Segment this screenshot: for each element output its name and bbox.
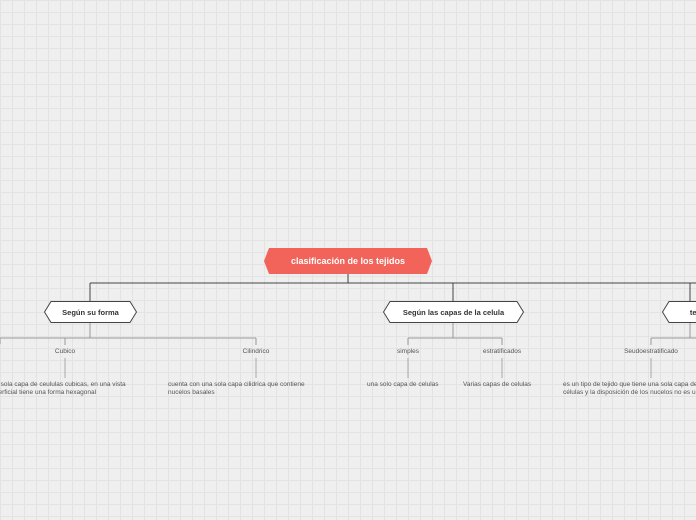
description-cubico[interactable]: una sola capa de ceululas cubicas, en un… [0,381,126,397]
root-topic-node[interactable]: clasificación de los tejidos [264,248,432,274]
subtopic-cubico[interactable]: Cubico [54,348,76,355]
branch-shape [383,301,524,323]
description-estratificados[interactable]: Varias capas de celulas [463,381,531,389]
description-cilindrico[interactable]: cuenta con una sola capa cilidrica que c… [168,381,305,397]
subtopic-cilindrico[interactable]: Cilindrico [242,348,270,355]
description-line: células y la disposición de los nucelos … [563,389,696,396]
description-line: es un tipo de tejido que tiene una sola … [563,381,696,388]
description-line: cuenta con una sola capa cilidrica que c… [168,381,305,388]
branch-topic-tejidos[interactable]: tejidos [662,301,696,323]
branch-shape [662,301,696,323]
branch-label: tejidos [689,307,696,317]
root-topic-label: clasificación de los tejidos [290,256,406,266]
description-simples[interactable]: una solo capa de celulas [367,381,439,389]
branch-label: Según las capas de la celula [402,307,505,317]
description-line: Varias capas de celulas [463,381,532,388]
subtopic-seudoestratificado[interactable]: Seudoestratificado [624,348,678,355]
subtopic-estratificados[interactable]: estratificados [482,348,522,355]
branch-label: Según su forma [62,307,119,317]
description-line: una sola capa de ceululas cubicas, en un… [0,381,126,388]
branch-shape [44,301,137,323]
branch-topic-segun-las-capas[interactable]: Según las capas de la celula [383,301,524,323]
description-line: superficial tiene una forma hexagonal [0,389,97,396]
description-line: nucelos basales [168,389,215,396]
description-line: una solo capa de celulas [367,381,439,388]
subtopic-simples[interactable]: simples [396,348,420,355]
description-seudoestratificado[interactable]: es un tipo de tejido que tiene una sola … [563,381,696,397]
branch-topic-segun-su-forma[interactable]: Según su forma [44,301,137,323]
